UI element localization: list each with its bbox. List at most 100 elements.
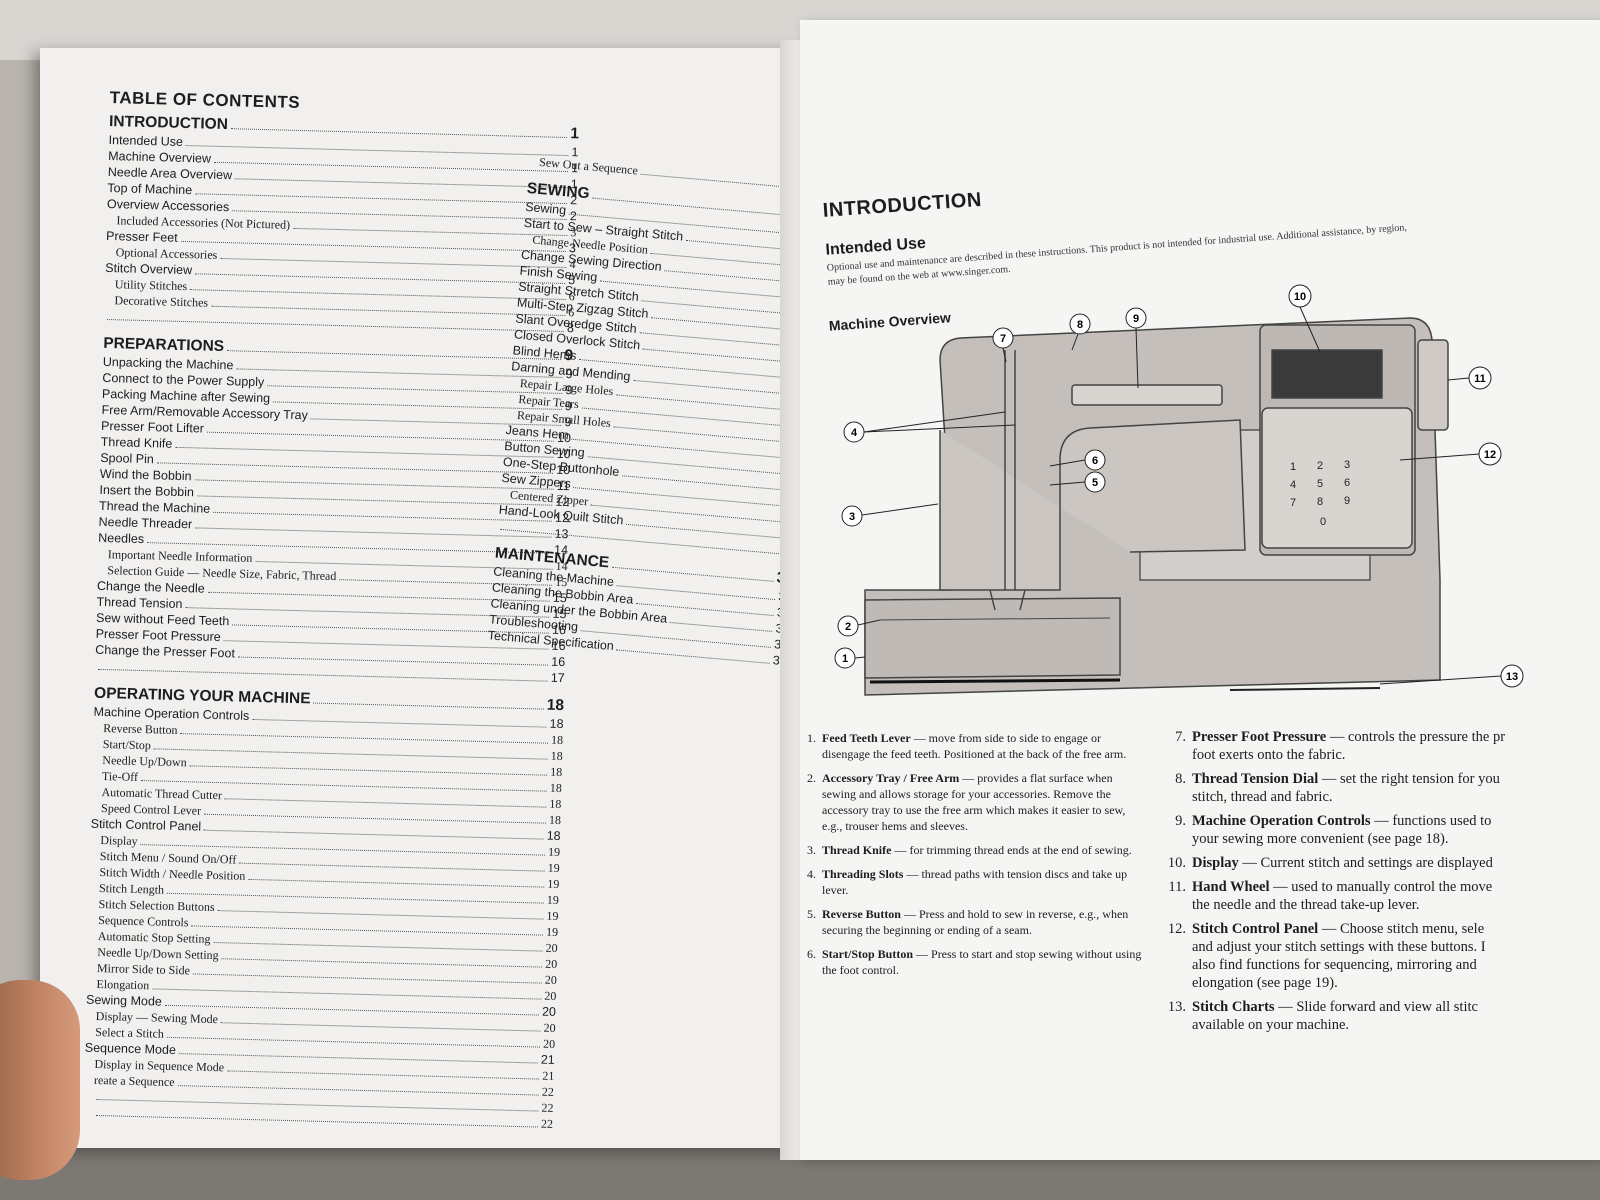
description-item: 8.Thread Tension Dial — set the right te… [1160, 770, 1600, 806]
toc-entry-label: Thread Knife [100, 434, 173, 451]
description-term: Stitch Charts [1192, 999, 1275, 1015]
description-body: Thread Tension Dial — set the right tens… [1192, 770, 1500, 806]
toc-entry-label: Display [100, 833, 138, 848]
toc-entry-label: Reverse Button [103, 721, 178, 737]
toc-leader-dots [313, 702, 544, 710]
toc-entry-page: 18 [546, 828, 561, 844]
toc-entry-page: 19 [546, 908, 559, 924]
description-body: Stitch Charts — Slide forward and view a… [1192, 998, 1478, 1034]
description-body: Presser Foot Pressure — controls the pre… [1192, 728, 1505, 764]
description-text: — used to manually control the move [1269, 879, 1493, 895]
toc-entry-page: 20 [542, 1036, 556, 1051]
description-item: 4.Threading Slots — thread paths with te… [800, 866, 1145, 898]
description-text: — thread paths with tension discs and ta… [822, 867, 1128, 897]
toc-entry-page: 17 [550, 670, 565, 686]
toc-entry-label: Sew Out a Sequence [538, 154, 639, 178]
intro-title: INTRODUCTION [822, 188, 983, 222]
description-text-line: the needle and the thread take-up lever. [1192, 897, 1420, 913]
toc-entry-page: 19 [547, 844, 561, 860]
svg-text:4: 4 [851, 427, 858, 439]
description-term: Hand Wheel [1192, 879, 1270, 895]
description-item: 10. Display — Current stitch and settings… [1160, 854, 1600, 872]
toc-entry-page: 21 [540, 1052, 555, 1067]
toc-entry-label: Intended Use [108, 132, 184, 149]
description-text: — controls the pressure the pr [1326, 729, 1506, 745]
toc-entry-page: 1 [570, 125, 580, 143]
display-screen [1271, 349, 1383, 399]
machine-overview-diagram: 1 2 3 4 5 6 7 8 9 0 1 2 3 4 5 6 7 8 9 10… [834, 284, 1524, 696]
svg-text:12: 12 [1484, 449, 1496, 461]
description-text: — Choose stitch menu, sele [1318, 921, 1485, 937]
description-term: Stitch Control Panel [1192, 921, 1319, 937]
description-term: Accessory Tray / Free Arm [822, 771, 960, 785]
toc-entry-page: 18 [550, 732, 564, 748]
svg-text:2: 2 [845, 621, 851, 633]
toc-entry-page: 22 [541, 1100, 554, 1115]
description-term: Start/Stop Button [822, 947, 914, 961]
description-term: Display [1192, 855, 1239, 871]
svg-text:0: 0 [1320, 516, 1326, 528]
svg-text:3: 3 [849, 511, 855, 523]
toc-entry-label: Select a Stitch [95, 1024, 165, 1041]
description-body: Stitch Control Panel — Choose stitch men… [1192, 920, 1486, 992]
toc-entry-label: Sewing Mode [85, 992, 163, 1009]
sewing-machine-illustration [864, 317, 1449, 696]
description-item: 5.Reverse Button — Press and hold to sew… [800, 906, 1145, 938]
toc-list-2: Sew Out a SequenceSEWING24Sewing24Start … [487, 153, 820, 669]
intro-header-block: INTRODUCTION Intended Use Optional use a… [820, 117, 1578, 334]
description-item: 13.Stitch Charts — Slide forward and vie… [1160, 998, 1600, 1034]
svg-text:7: 7 [1000, 333, 1006, 345]
description-body: Accessory Tray / Free Arm — provides a f… [822, 770, 1145, 834]
svg-text:3: 3 [1344, 459, 1350, 471]
svg-text:6: 6 [1092, 455, 1098, 467]
callout-12: 12 [1399, 442, 1502, 466]
toc-entry-page: 19 [547, 860, 560, 876]
svg-text:5: 5 [1317, 478, 1323, 490]
callout-8: 8 [1069, 313, 1091, 351]
description-text-line: foot exerts onto the fabric. [1192, 747, 1346, 763]
description-text: — Current stitch and settings are displa… [1238, 855, 1493, 871]
toc-entry-label: Decorative Stitches [114, 293, 209, 310]
description-term: Feed Teeth Lever [822, 731, 911, 745]
svg-text:13: 13 [1506, 671, 1518, 683]
description-number: 3. [807, 843, 816, 857]
callout-11: 11 [1447, 366, 1492, 390]
toc-entry-page: 20 [543, 1020, 556, 1035]
description-text: — Slide forward and view all stitc [1274, 999, 1478, 1015]
toc-entry-page: 18 [550, 764, 563, 780]
description-text: — for trimming thread ends at the end of… [891, 843, 1132, 857]
description-number: 10. [1167, 855, 1186, 871]
descriptions-left: 1.Feed Teeth Lever — move from side to s… [800, 730, 1145, 986]
toc-leader-dots [616, 649, 770, 664]
toc-entry-label: reate a Sequence [93, 1072, 175, 1090]
toc-entry-page: 20 [544, 988, 557, 1003]
description-text: — Press to start and stop sewing without… [822, 947, 1142, 977]
callout-13: 13 [1379, 664, 1524, 688]
callout-6: 6 [1049, 449, 1106, 471]
toc-entry-label: Presser Feet [105, 228, 178, 245]
callout-5: 5 [1049, 471, 1106, 493]
svg-text:9: 9 [1133, 313, 1139, 325]
description-body: Hand Wheel — used to manually control th… [1192, 878, 1492, 914]
description-term: Machine Operation Controls [1192, 813, 1371, 829]
description-number: 9. [1175, 813, 1186, 829]
toc-entry-page: 16 [551, 654, 566, 670]
description-text: — move from side to side to engage or di… [822, 731, 1127, 761]
toc-entry-page: 19 [546, 892, 560, 908]
description-text: — functions used to [1370, 813, 1492, 829]
callout-4: 4 [843, 411, 1016, 443]
toc-entry-page: 18 [546, 696, 565, 715]
description-term: Reverse Button [822, 907, 901, 921]
description-body: Threading Slots — thread paths with tens… [822, 866, 1145, 898]
toc-entry-page: 20 [544, 972, 557, 987]
description-item: 11.Hand Wheel — used to manually control… [1160, 878, 1600, 914]
description-body: Start/Stop Button — Press to start and s… [822, 946, 1145, 978]
svg-text:4: 4 [1290, 479, 1296, 491]
description-text-line: your sewing more convenient (see page 18… [1192, 831, 1449, 847]
toc-entry-label: Tie-Off [101, 769, 139, 784]
description-text-line: elongation (see page 19). [1192, 975, 1338, 991]
toc-column-2: Sew Out a SequenceSEWING24Sewing24Start … [487, 153, 820, 669]
description-item: 9. Machine Operation Controls — functions… [1160, 812, 1600, 848]
description-item: 1.Feed Teeth Lever — move from side to s… [800, 730, 1145, 762]
